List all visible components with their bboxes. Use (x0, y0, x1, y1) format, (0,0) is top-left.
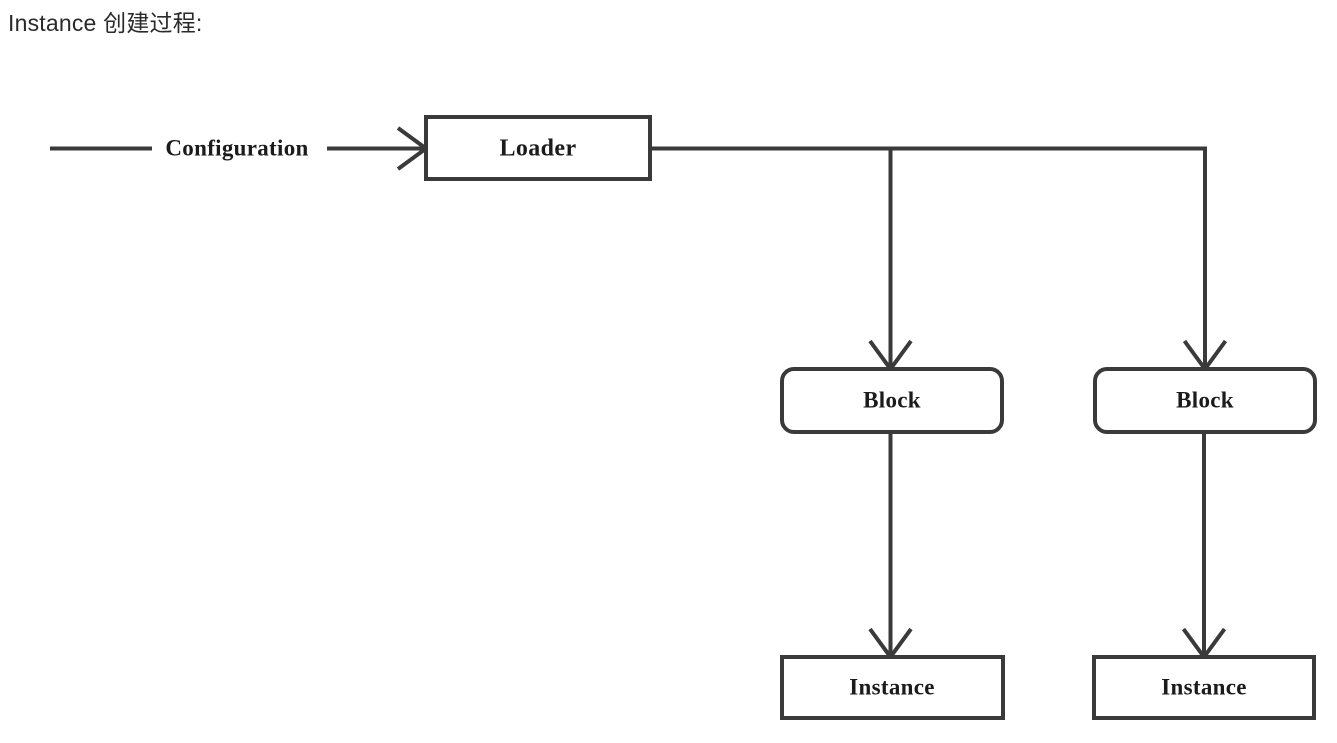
edge-loader-to-block-left (868, 146, 913, 373)
node-block-right[interactable]: Block (1093, 367, 1317, 434)
edge-block-left-to-instance-left (868, 432, 913, 661)
edge-block-right-to-instance-right (1181, 432, 1227, 661)
node-loader-label: Loader (499, 136, 576, 162)
node-instance-left[interactable]: Instance (780, 655, 1005, 720)
node-instance-left-label: Instance (849, 674, 934, 699)
edge-label-configuration: Configuration (165, 135, 308, 160)
edge-loader-to-block-right (1182, 146, 1228, 373)
page-title: Instance 创建过程: (8, 10, 203, 36)
node-instance-right-label: Instance (1161, 674, 1246, 699)
node-loader[interactable]: Loader (424, 115, 652, 181)
node-block-right-label: Block (1176, 387, 1234, 412)
node-block-left-label: Block (863, 387, 921, 412)
node-block-left[interactable]: Block (780, 367, 1004, 434)
node-instance-right[interactable]: Instance (1092, 655, 1316, 720)
edge-config-to-loader (327, 126, 430, 171)
